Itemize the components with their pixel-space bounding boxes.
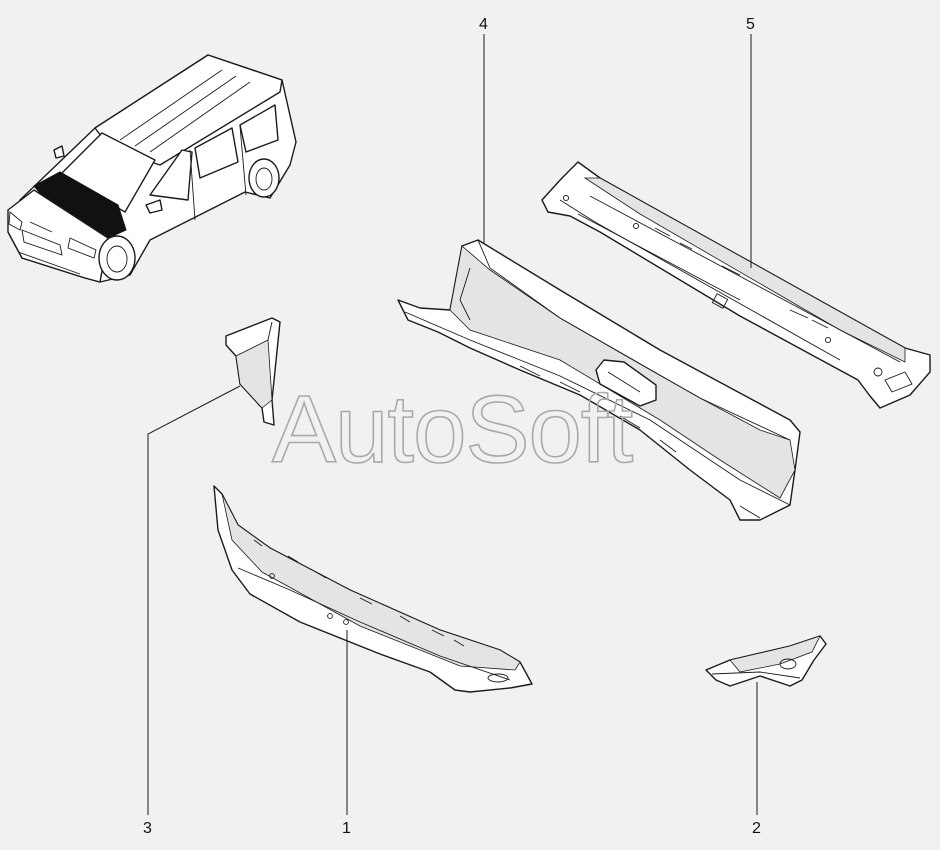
callout-3: 3 <box>143 820 152 837</box>
leader-line-3 <box>147 385 241 815</box>
callout-2: 2 <box>752 820 761 837</box>
watermark-text: AutoSoft <box>272 376 633 483</box>
leader-lines <box>147 34 758 815</box>
part-3-side-bracket <box>225 317 281 426</box>
callout-1: 1 <box>342 820 351 837</box>
part-1-lower-cowl-panel <box>213 485 533 693</box>
part-5-upper-cowl-panel <box>541 161 931 409</box>
callout-5: 5 <box>746 16 755 33</box>
part-4-cowl-plenum-panel <box>397 239 801 521</box>
callout-4: 4 <box>479 16 488 33</box>
vehicle-overview <box>7 54 297 283</box>
part-2-corner-bracket <box>705 635 827 687</box>
